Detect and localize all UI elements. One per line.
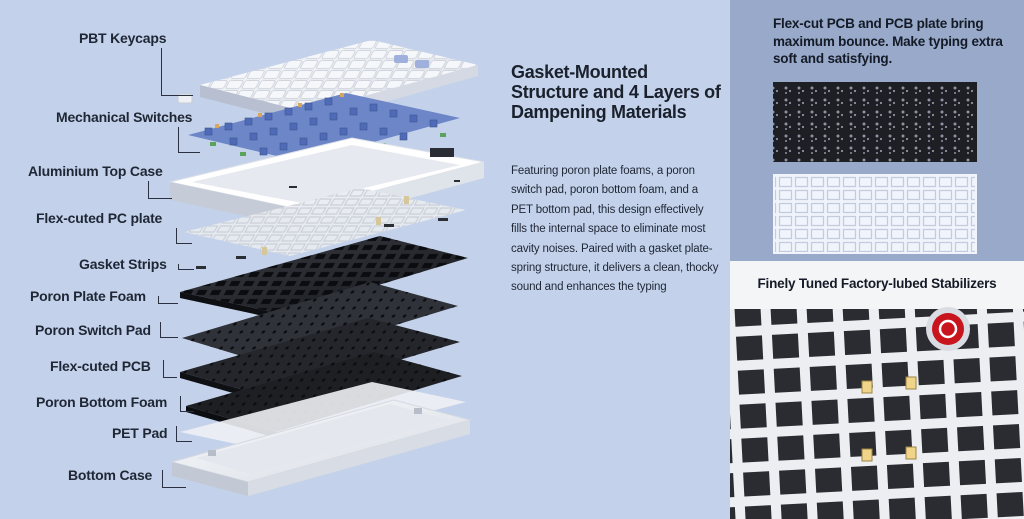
- pc-plate-layer: [184, 188, 466, 256]
- label-pc-plate: Flex-cuted PC plate: [36, 210, 163, 226]
- leader-plate-foam: [158, 296, 178, 304]
- stabilizer-illustration: [730, 307, 1024, 519]
- leader-pcb: [163, 360, 177, 378]
- label-switches: Mechanical Switches: [56, 109, 193, 125]
- gasket-strips-layer: [196, 218, 448, 269]
- leader-pet-pad: [176, 426, 192, 442]
- leader-keycaps: [161, 48, 193, 96]
- pcb-panel-title: Flex-cut PCB and PCB plate bring maximum…: [773, 16, 1003, 66]
- label-plate-foam: Poron Plate Foam: [30, 288, 146, 304]
- stabilizer-panel: Finely Tuned Factory-lubed Stabilizers: [730, 261, 1024, 519]
- label-pcb: Flex-cuted PCB: [50, 358, 151, 374]
- pcb-illustration: [773, 82, 977, 254]
- plate-foam-layer: [180, 236, 468, 320]
- label-bottom-foam: Poron Bottom Foam: [36, 394, 168, 410]
- label-top-case: Aluminium Top Case: [28, 163, 163, 179]
- plate-board: [773, 174, 977, 254]
- bottom-case-layer: [170, 399, 472, 496]
- label-keycaps: PBT Keycaps: [79, 30, 167, 46]
- pcb-plate-panel: Flex-cut PCB and PCB plate bring maximum…: [730, 0, 1024, 261]
- label-gasket: Gasket Strips: [79, 256, 167, 272]
- logo-badge: [926, 307, 970, 351]
- leader-bottom-case: [162, 470, 186, 488]
- leader-bottom-foam: [180, 396, 194, 412]
- pet-pad-layer: [180, 382, 466, 452]
- leader-pc-plate: [176, 228, 192, 244]
- label-pet-pad: PET Pad: [112, 425, 168, 441]
- exploded-keyboard-illustration: [169, 40, 485, 496]
- pcb-board: [773, 82, 977, 162]
- label-switch-pad: Poron Switch Pad: [35, 322, 151, 338]
- main-heading: Gasket-Mounted Structure and 4 Layers of…: [511, 62, 721, 122]
- label-bottom-case: Bottom Case: [68, 467, 153, 483]
- stabilizer-panel-title: Finely Tuned Factory-lubed Stabilizers: [757, 276, 997, 291]
- leader-top-case: [148, 181, 172, 199]
- leader-gasket: [178, 264, 194, 270]
- leader-switch-pad: [160, 322, 178, 338]
- leader-switches: [178, 127, 200, 153]
- exploded-view-panel: PBT Keycaps Mechanical Switches Aluminiu…: [28, 30, 721, 496]
- switches-layer: [188, 93, 460, 164]
- stabilizer-housings: [861, 376, 917, 462]
- main-description: Featuring poron plate foams, a poron swi…: [511, 165, 719, 294]
- switch-pad-layer: [182, 282, 458, 364]
